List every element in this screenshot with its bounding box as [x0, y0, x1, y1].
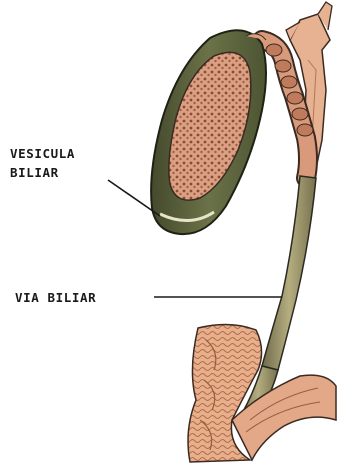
bile-duct-label: VIA BILIAR — [15, 288, 96, 307]
gallbladder-label: VESICULA BILIAR — [10, 144, 75, 182]
gallbladder-label-line1: VESICULA — [10, 144, 75, 163]
gallbladder-label-line2: BILIAR — [10, 163, 75, 182]
gallbladder — [151, 30, 266, 234]
